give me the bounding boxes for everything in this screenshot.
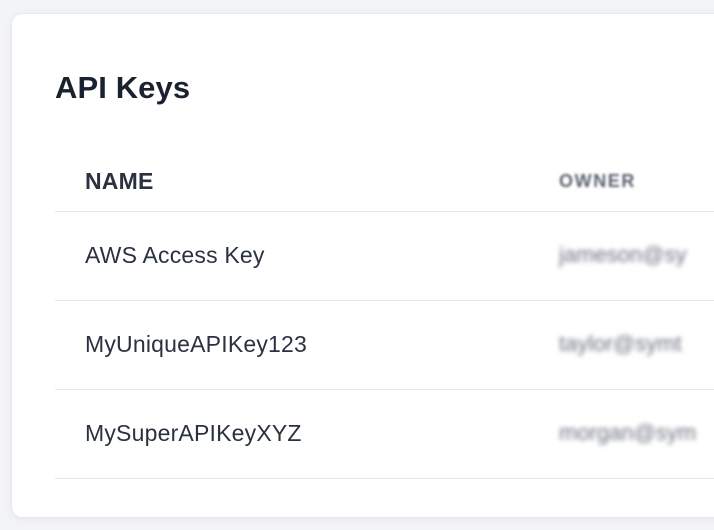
api-key-owner: jameson@sy bbox=[559, 242, 687, 267]
api-keys-card: API Keys NAME OWNER AWS Access Key james… bbox=[12, 14, 714, 517]
api-key-name: AWS Access Key bbox=[85, 242, 265, 268]
table-row[interactable]: MySuperAPIKeyXYZ morgan@sym bbox=[55, 390, 714, 479]
api-key-name: MySuperAPIKeyXYZ bbox=[85, 420, 302, 446]
api-key-owner: morgan@sym bbox=[559, 420, 697, 445]
api-key-name: MyUniqueAPIKey123 bbox=[85, 331, 308, 357]
table-row[interactable]: MyUniqueAPIKey123 taylor@symt bbox=[55, 301, 714, 390]
column-header-name[interactable]: NAME bbox=[85, 168, 154, 194]
api-key-owner: taylor@symt bbox=[559, 331, 682, 356]
page-title: API Keys bbox=[55, 70, 191, 105]
api-keys-table: NAME OWNER AWS Access Key jameson@sy MyU… bbox=[55, 160, 714, 479]
column-header-owner[interactable]: OWNER bbox=[559, 171, 636, 191]
table-row[interactable]: AWS Access Key jameson@sy bbox=[55, 212, 714, 301]
table-header-row: NAME OWNER bbox=[55, 160, 714, 212]
